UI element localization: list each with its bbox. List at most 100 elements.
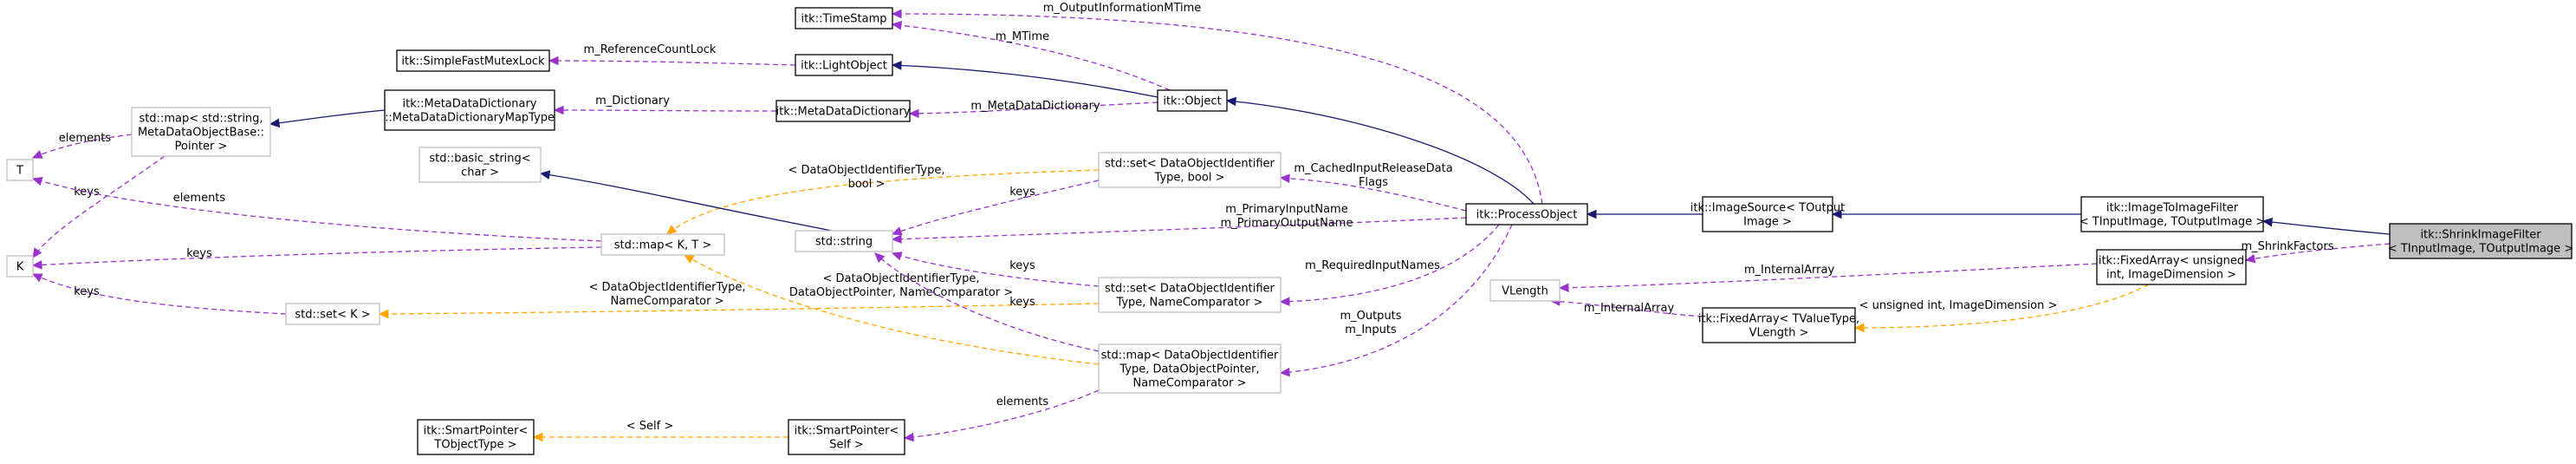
node-label-line: itk::ImageSource< TOutput	[1690, 202, 1845, 215]
node-label-line: itk::Object	[1163, 95, 1221, 108]
edge-arrowhead	[666, 225, 678, 235]
edge-label-line: keys	[74, 285, 100, 298]
node-box	[795, 54, 893, 76]
edge-label-line: keys	[1009, 186, 1035, 199]
node-smart-pointer-self[interactable]: itk::SmartPointer<Self >	[788, 419, 905, 455]
edge-line	[554, 109, 777, 112]
edge-m-required: m_RequiredInputNames	[1279, 224, 1500, 306]
node-std-set-k[interactable]: std::set< K >	[285, 303, 380, 325]
edge-arrowhead	[891, 226, 903, 236]
node-box	[1098, 277, 1282, 313]
edge-line	[540, 173, 833, 232]
edge-t-fixed: < unsigned int, ImageDimension >	[1853, 284, 2150, 333]
edge-arrowhead	[891, 9, 902, 19]
edge-arrowhead	[31, 273, 43, 283]
node-shrink-image-filter[interactable]: itk::ShrinkImageFilter< TInputImage, TOu…	[2388, 223, 2573, 259]
node-box	[788, 419, 905, 455]
edge-arrowhead	[2244, 254, 2256, 264]
node-std-map-meta-data[interactable]: std::map< std::string,MetaDataObjectBase…	[131, 107, 271, 157]
node-box	[1098, 152, 1282, 188]
edge-line	[1280, 224, 1513, 374]
node-label-line: itk::LightObject	[801, 60, 887, 73]
node-label-line: itk::SmartPointer<	[424, 425, 529, 438]
node-simple-fast-mutex-lock[interactable]: itk::SimpleFastMutexLock	[396, 49, 550, 72]
edge-arrowhead	[1558, 283, 1569, 292]
edge-line	[892, 217, 1467, 240]
node-box	[2080, 196, 2264, 232]
edge-line	[1226, 100, 1535, 205]
edge-line	[892, 64, 1158, 98]
edge-label-line: < DataObjectIdentifierType,	[823, 272, 980, 285]
edge-label-line: < DataObjectIdentifierType,	[788, 164, 945, 177]
edge-label-line: m_Inputs	[1345, 323, 1397, 337]
edge-label-line: keys	[1009, 296, 1035, 309]
edge-label-line: m_OutputInformationMTime	[1043, 2, 1202, 15]
node-std-set-identifier-name-comparator[interactable]: std::set< DataObjectIdentifierType, Name…	[1098, 277, 1282, 313]
edge-label-line: m_MTime	[996, 30, 1049, 43]
node-smart-pointer-tobjecttype[interactable]: itk::SmartPointer<TObjectType >	[417, 419, 535, 455]
edge-m-outinfo: m_OutputInformationMTime	[891, 2, 1543, 205]
edge-arrowhead	[1586, 209, 1597, 219]
node-time-stamp[interactable]: itk::TimeStamp	[795, 7, 893, 29]
edge-keys-meta: keys	[32, 155, 165, 259]
node-image-to-image-filter[interactable]: itk::ImageToImageFilter< TInputImage, TO…	[2080, 196, 2265, 232]
node-label-line: std::map< std::string,	[139, 113, 263, 126]
edge-arrowhead	[2261, 217, 2273, 227]
node-label-line: itk::FixedArray< unsigned	[2099, 255, 2244, 268]
node-image-source[interactable]: itk::ImageSource< TOutputImage >	[1690, 196, 1845, 232]
node-k[interactable]: K	[6, 255, 34, 278]
edge-line	[892, 252, 1100, 287]
node-label-line: K	[16, 261, 24, 274]
node-box	[2096, 249, 2247, 285]
edge-line	[1280, 224, 1500, 303]
node-label-line: std::map< K, T >	[614, 239, 712, 252]
edge-label-line: bool >	[848, 178, 886, 191]
edge-label-line: keys	[186, 247, 212, 260]
node-box	[600, 233, 725, 256]
node-std-string[interactable]: std::string	[795, 230, 893, 252]
node-light-object[interactable]: itk::LightObject	[795, 54, 893, 76]
node-label-line: Type, bool >	[1154, 172, 1225, 185]
edge-arrowhead	[683, 254, 695, 264]
node-std-basic-string[interactable]: std::basic_string<char >	[419, 147, 542, 183]
edge-keys-setbool: keys	[891, 180, 1100, 236]
node-label-line: itk::MetaDataDictionary	[776, 106, 911, 119]
node-fixed-array-tvaluetype[interactable]: itk::FixedArray< TValueType,VLength >	[1698, 307, 1859, 343]
node-meta-data-dictionary-map-type[interactable]: itk::MetaDataDictionary::MetaDataDiction…	[384, 89, 555, 131]
edge-line	[684, 254, 1100, 365]
node-t[interactable]: T	[6, 159, 34, 181]
edge-m-internal2: m_InternalArray	[1549, 297, 1703, 317]
edge-keys-mapdop: keys	[874, 252, 1100, 352]
node-box	[1157, 89, 1228, 112]
node-label-line: std::basic_string<	[429, 153, 530, 166]
node-box	[795, 7, 893, 29]
node-meta-data-dictionary[interactable]: itk::MetaDataDictionary	[775, 100, 911, 122]
edge-label-line: < Self >	[626, 420, 674, 433]
node-std-map-data-object-pointer[interactable]: std::map< DataObjectIdentifierType, Data…	[1098, 343, 1282, 394]
edge-keys-setname: keys	[891, 252, 1100, 287]
node-std-map-k-t[interactable]: std::map< K, T >	[600, 233, 725, 256]
edge-keys-mapKT: keys	[31, 246, 602, 270]
node-label-line: std::set< K >	[295, 309, 370, 322]
node-box	[417, 419, 535, 455]
node-label-line: T	[16, 165, 23, 178]
node-label-line: < TInputImage, TOutputImage >	[2080, 216, 2265, 229]
edge-arrowhead	[31, 177, 43, 186]
edge-m-internal: m_InternalArray	[1558, 263, 2098, 292]
edge-el-mapKT: elements	[31, 177, 602, 242]
edge-inheritance	[1586, 209, 1703, 219]
node-label-line: MetaDataObjectBase::	[138, 127, 264, 140]
node-object[interactable]: itk::Object	[1157, 89, 1228, 112]
node-vlength[interactable]: VLength	[1489, 279, 1561, 302]
node-process-object[interactable]: itk::ProcessObject	[1465, 203, 1588, 225]
edge-arrowhead	[891, 234, 902, 244]
edge-label-line: m_InternalArray	[1584, 302, 1675, 315]
node-std-set-identifier-bool[interactable]: std::set< DataObjectIdentifierType, bool…	[1098, 152, 1282, 188]
edge-arrowhead	[1853, 323, 1865, 333]
node-box	[2389, 223, 2573, 259]
node-label-line: std::set< DataObjectIdentifier	[1105, 283, 1275, 296]
node-box	[1465, 203, 1588, 225]
edge-arrowhead	[31, 260, 42, 270]
